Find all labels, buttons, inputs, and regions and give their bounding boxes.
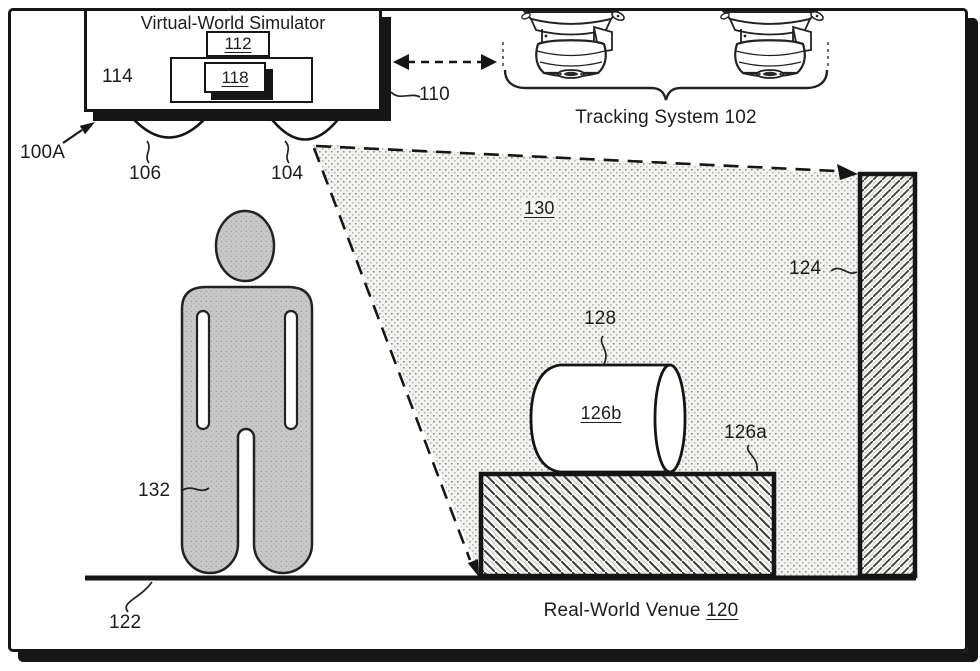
- venue-wall-124: [857, 171, 918, 579]
- projector-lens-104: [264, 111, 346, 141]
- person-left-arm-gap: [195, 309, 211, 431]
- leader-106: [146, 140, 150, 164]
- ref-118: 118: [221, 67, 249, 87]
- ref-132-label: 132: [138, 480, 171, 501]
- person-body: [180, 285, 314, 575]
- module-118-box: 118: [204, 62, 266, 93]
- leader-104: [284, 140, 290, 164]
- ref-102: 102: [724, 107, 757, 128]
- cone-left-dashed-edge: [312, 147, 472, 561]
- person-figure-132: [180, 209, 314, 575]
- prop-base-box-126a: [478, 471, 777, 579]
- tracking-system-label: Tracking System 102: [556, 107, 776, 129]
- leader-122: [125, 581, 153, 613]
- prop-cylinder-body-126b: [529, 363, 672, 474]
- figure-ref-arrow-line: [62, 129, 83, 144]
- ref-126a-label: 126a: [724, 422, 768, 443]
- module-112-box: 112: [206, 31, 270, 57]
- tracking-system-brace: [503, 69, 829, 101]
- venue-text: Real-World Venue: [543, 600, 701, 621]
- projection-cone-130: [313, 144, 858, 576]
- tracking-system-text: Tracking System: [575, 107, 719, 128]
- leader-128: [600, 335, 607, 365]
- ref-130-label: 130: [522, 198, 557, 219]
- simulator-title: Virtual-World Simulator: [140, 13, 326, 33]
- ref-114-label: 114: [102, 66, 133, 87]
- ref-124-label: 124: [789, 258, 822, 279]
- tracking-camera-icon: [519, 8, 627, 80]
- comm-link-left-arrowhead-icon: [393, 54, 409, 70]
- cone-bottom-arrowhead-icon: [467, 559, 479, 577]
- ref-112: 112: [224, 34, 252, 53]
- leader-132: [180, 487, 210, 492]
- leader-124: [830, 267, 858, 274]
- ref-128-label: 128: [584, 308, 617, 329]
- leader-110: [390, 91, 421, 98]
- ref-120: 120: [706, 600, 739, 621]
- comm-link-right-arrowhead-icon: [481, 54, 497, 70]
- ref-100a-label: 100A: [20, 142, 66, 163]
- ref-126b-label: 126b: [580, 403, 622, 423]
- person-head: [214, 209, 276, 283]
- leader-126a: [746, 444, 758, 472]
- projector-lens-106: [125, 111, 213, 139]
- ref-104-label: 104: [271, 163, 304, 184]
- person-right-arm-gap: [283, 309, 299, 431]
- ref-122-label: 122: [109, 612, 142, 633]
- prop-cylinder-end-cap: [653, 363, 687, 474]
- tracking-extent-dashed-lines: [502, 42, 829, 68]
- figure-ref-arrowhead-icon: [79, 122, 95, 135]
- cone-top-dashed-edge: [315, 144, 837, 173]
- figure-frame: [8, 8, 968, 652]
- ref-110-label: 110: [419, 84, 450, 105]
- venue-label: Real-World Venue 120: [531, 600, 751, 622]
- tracking-camera-icon: [718, 8, 826, 80]
- ref-106-label: 106: [129, 163, 162, 184]
- cone-top-arrowhead-icon: [837, 164, 858, 180]
